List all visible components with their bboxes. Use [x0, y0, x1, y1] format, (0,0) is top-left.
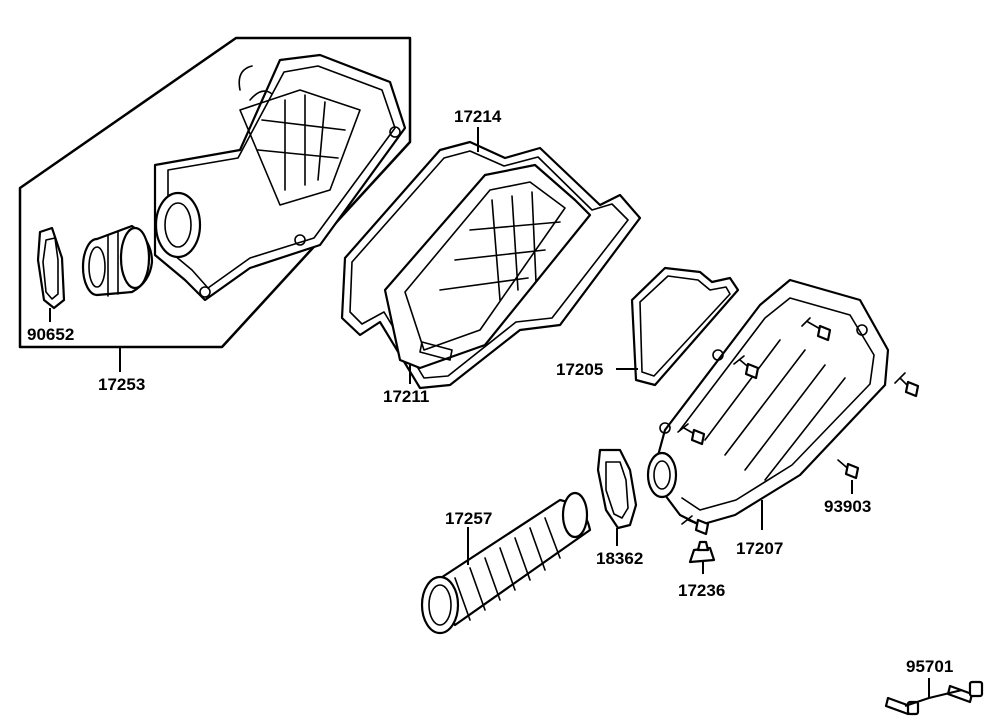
label-95701: 95701 — [906, 657, 953, 676]
part-17207-cover — [646, 278, 890, 527]
part-17236-clip — [688, 540, 716, 564]
part-17257-duct — [420, 491, 592, 635]
part-95701-bolts — [884, 680, 984, 716]
label-90652: 90652 — [27, 325, 74, 344]
part-airbox-base — [153, 53, 407, 302]
label-17205: 17205 — [556, 360, 603, 379]
label-18362: 18362 — [596, 549, 643, 568]
part-93903-screws — [677, 317, 920, 536]
assembly-bracket-17253 — [18, 36, 412, 349]
label-17253: 17253 — [98, 375, 145, 394]
leader-95701 — [904, 678, 963, 707]
part-17211-filter-element — [383, 163, 592, 370]
part-18362-gasket — [596, 448, 638, 530]
label-17211: 17211 — [383, 387, 429, 406]
label-17214: 17214 — [454, 107, 502, 126]
part-intake-boot — [81, 224, 154, 297]
part-17205-gasket — [630, 266, 740, 387]
label-17207: 17207 — [736, 539, 783, 558]
label-93903: 93903 — [824, 497, 871, 516]
label-17236: 17236 — [678, 581, 725, 600]
part-90652-gasket — [36, 226, 66, 310]
label-17257: 17257 — [445, 509, 492, 528]
